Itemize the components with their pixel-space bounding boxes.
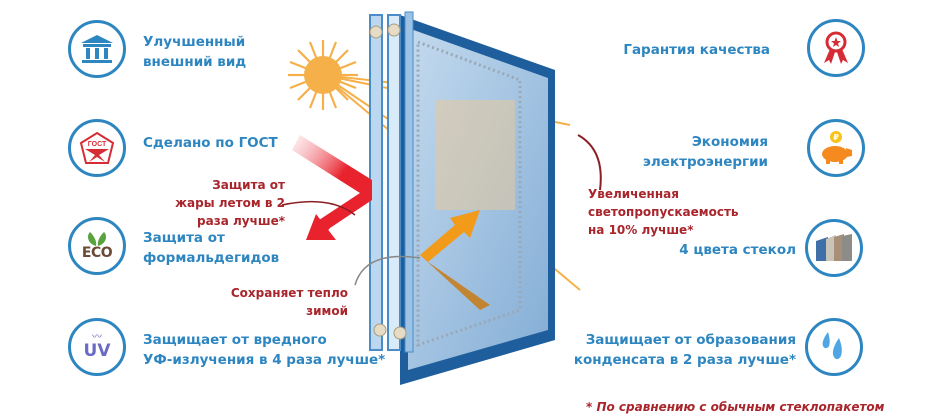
feature-uv-label: Защищает от вредного УФ-излучения в 4 ра… (143, 332, 386, 368)
feature-colors-label: 4 цвета стекол (679, 242, 796, 258)
feature-condensate-label: Защищает от образования конденсата в 2 р… (573, 332, 796, 368)
award-ribbon-icon (824, 31, 848, 64)
building-columns-icon (81, 35, 113, 63)
condensate-feature-icon-circle (805, 318, 863, 376)
columns-feature-icon-circle (68, 20, 126, 78)
footnote: * По сравнению с обычным стеклопакетом (586, 400, 885, 414)
wave-icon: 〰 (92, 332, 102, 343)
feature-energy-label: Экономия электроэнергии (642, 134, 768, 170)
quality-feature-icon-circle (807, 19, 865, 77)
colors-feature-icon-circle (805, 219, 863, 277)
feature-appearance-label: Улучшенный внешний вид (143, 34, 247, 70)
energy-feature-icon-circle: ₽ (807, 119, 865, 177)
svg-text:ГОСТ: ГОСТ (88, 141, 107, 148)
piggy-bank-icon: ₽ (822, 131, 852, 164)
glass-colors-icon (816, 234, 852, 261)
heat-protection-callout: Защита от жары летом в 2 раза лучше* (175, 178, 285, 228)
gost-mark-icon: ГОСТ (79, 131, 115, 164)
window-drawing (281, 11, 602, 385)
light-transmission-callout: Увеличенная светопропускаемость на 10% л… (588, 187, 739, 237)
gost-feature-icon-circle: ГОСТ (68, 119, 126, 177)
water-drops-icon (822, 332, 842, 360)
eco-feature-icon-circle: ECO (68, 217, 126, 275)
eco-text: ECO (81, 245, 113, 261)
feature-gost-label: Сделано по ГОСТ (143, 135, 278, 151)
uv-feature-icon-circle: 〰 UV (68, 318, 126, 376)
svg-text:₽: ₽ (833, 133, 839, 142)
warmth-callout: Сохраняет тепло зимой (230, 286, 348, 318)
eco-leaves-icon (88, 232, 106, 246)
uv-icon: UV (83, 341, 111, 361)
feature-quality-label: Гарантия качества (623, 42, 770, 58)
feature-formaldehyde-label: Защита от формальдегидов (143, 230, 280, 266)
double-glazing-illustration (240, 0, 660, 400)
